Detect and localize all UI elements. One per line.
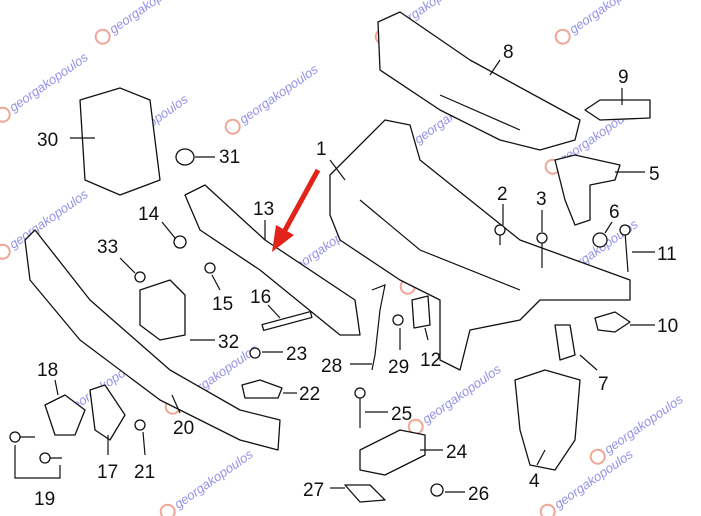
callout-labels: 1 2 3 4 5 6 7 8 9 10 11 12 13 14 15 16 1… [34,42,678,510]
part-10-bracket [594,311,631,333]
label-12: 12 [420,350,441,371]
watermark-logo-icon [224,118,241,135]
label-16: 16 [250,287,271,308]
label-19: 19 [34,489,55,510]
label-22: 22 [299,384,320,405]
label-32: 32 [218,332,239,353]
watermark: georgakopoulos [0,49,91,123]
part-20-bumper-reinforcement [24,229,281,451]
red-arrow-indicator [272,168,321,252]
part-12-bracket [411,295,431,329]
label-8: 8 [503,42,514,63]
watermark-logo-icon [0,106,11,123]
part-5-bracket [554,154,621,226]
part-13-upper-rail [184,184,361,336]
watermark-text: georgakopoulos [6,186,91,252]
part-28-rod [371,284,386,371]
watermark-text: georgakopoulos [6,49,91,115]
label-23: 23 [286,344,307,365]
part-24-module [359,429,426,476]
part-17-bracket [89,384,126,441]
label-13: 13 [253,199,274,220]
watermarks: georgakopoulos georgakopoulos georgakopoul… [0,0,686,516]
label-6: 6 [609,202,620,223]
watermark-text: georgakopoulos [236,61,321,127]
part-30-module [79,87,161,196]
label-21: 21 [134,462,155,483]
label-27: 27 [303,480,324,501]
watermark: georgakopoulos [407,361,504,435]
label-31: 31 [219,147,240,168]
label-18: 18 [37,360,58,381]
watermark: georgakopoulos [589,391,686,465]
watermark-logo-icon [554,28,571,45]
leader-lines [14,59,655,493]
part-27-bracket [344,484,386,503]
label-28: 28 [321,356,342,377]
part-22-bracket [241,379,283,399]
watermark: georgakopoulos [159,446,256,516]
watermark-text: georgakopoulos [106,0,191,37]
label-15: 15 [212,294,233,315]
label-24: 24 [446,442,468,463]
label-11: 11 [657,244,677,265]
watermark-text: georgakopoulos [601,391,686,457]
label-1: 1 [316,139,327,160]
label-33: 33 [97,237,118,258]
watermark-logo-icon [94,28,111,45]
label-7: 7 [598,374,609,395]
part-8-upper-crossmember [377,11,581,151]
label-30: 30 [37,130,58,151]
label-3: 3 [536,189,547,210]
bolts [9,224,631,497]
label-26: 26 [468,484,489,505]
watermark-text: georgakopoulos [566,0,651,37]
part-7-bracket [554,324,576,361]
part-32-bracket [139,279,186,341]
part-9-bracket [584,99,651,121]
label-14: 14 [138,204,160,225]
label-10: 10 [657,316,678,337]
label-17: 17 [97,462,118,483]
watermark-text: georgakopoulos [171,446,256,512]
label-5: 5 [649,164,660,185]
label-2: 2 [497,184,508,205]
label-29: 29 [388,357,409,378]
watermark-logo-icon [0,243,11,260]
part-18-bracket [44,394,86,436]
watermark: georgakopoulos [94,0,191,45]
part-31-grommet [175,148,195,166]
label-20: 20 [173,418,194,439]
watermark: georgakopoulos [554,0,651,45]
watermark: georgakopoulos [224,61,321,135]
label-9: 9 [618,67,629,88]
part-4-lower-bracket [514,369,581,471]
watermark-logo-icon [407,418,424,435]
part-16-strap [261,310,313,332]
watermark-logo-icon [589,448,606,465]
label-4: 4 [529,471,540,492]
label-25: 25 [391,404,412,425]
part-1-radiator-support [329,119,631,371]
